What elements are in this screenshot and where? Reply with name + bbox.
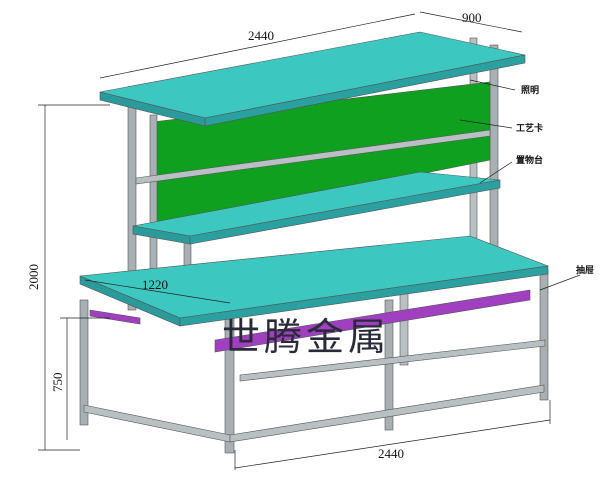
light-frame-side [99, 91, 206, 127]
dim-bottom-length: 2440 [378, 446, 404, 461]
dim-top-depth: 900 [462, 10, 482, 25]
leg-front-left [79, 299, 89, 426]
label-lighting: 照明 [521, 85, 539, 96]
bottom-rail-front [229, 384, 545, 443]
dim-top-length: 2440 [248, 28, 274, 43]
storage-shelf-front [189, 179, 501, 245]
mid-rail [239, 339, 546, 382]
leg-rear-mid [399, 289, 409, 366]
label-drawer: 抽屉 [576, 264, 594, 276]
bottom-rail-left [83, 404, 231, 443]
watermark: 世腾金属 [222, 315, 390, 359]
leg-mid [384, 299, 394, 431]
drawer [214, 289, 531, 353]
cross-bar [135, 129, 491, 185]
dim-table-depth: 1220 [142, 277, 168, 292]
label-storage-shelf: 置物台 [516, 154, 543, 166]
dim-total-height: 2000 [26, 264, 41, 290]
label-process-card: 工艺卡 [516, 122, 543, 134]
rear-right-upright [489, 44, 499, 266]
drawer-side [89, 309, 141, 325]
tabletop-front [179, 265, 549, 327]
dim-table-height: 750 [50, 373, 65, 393]
